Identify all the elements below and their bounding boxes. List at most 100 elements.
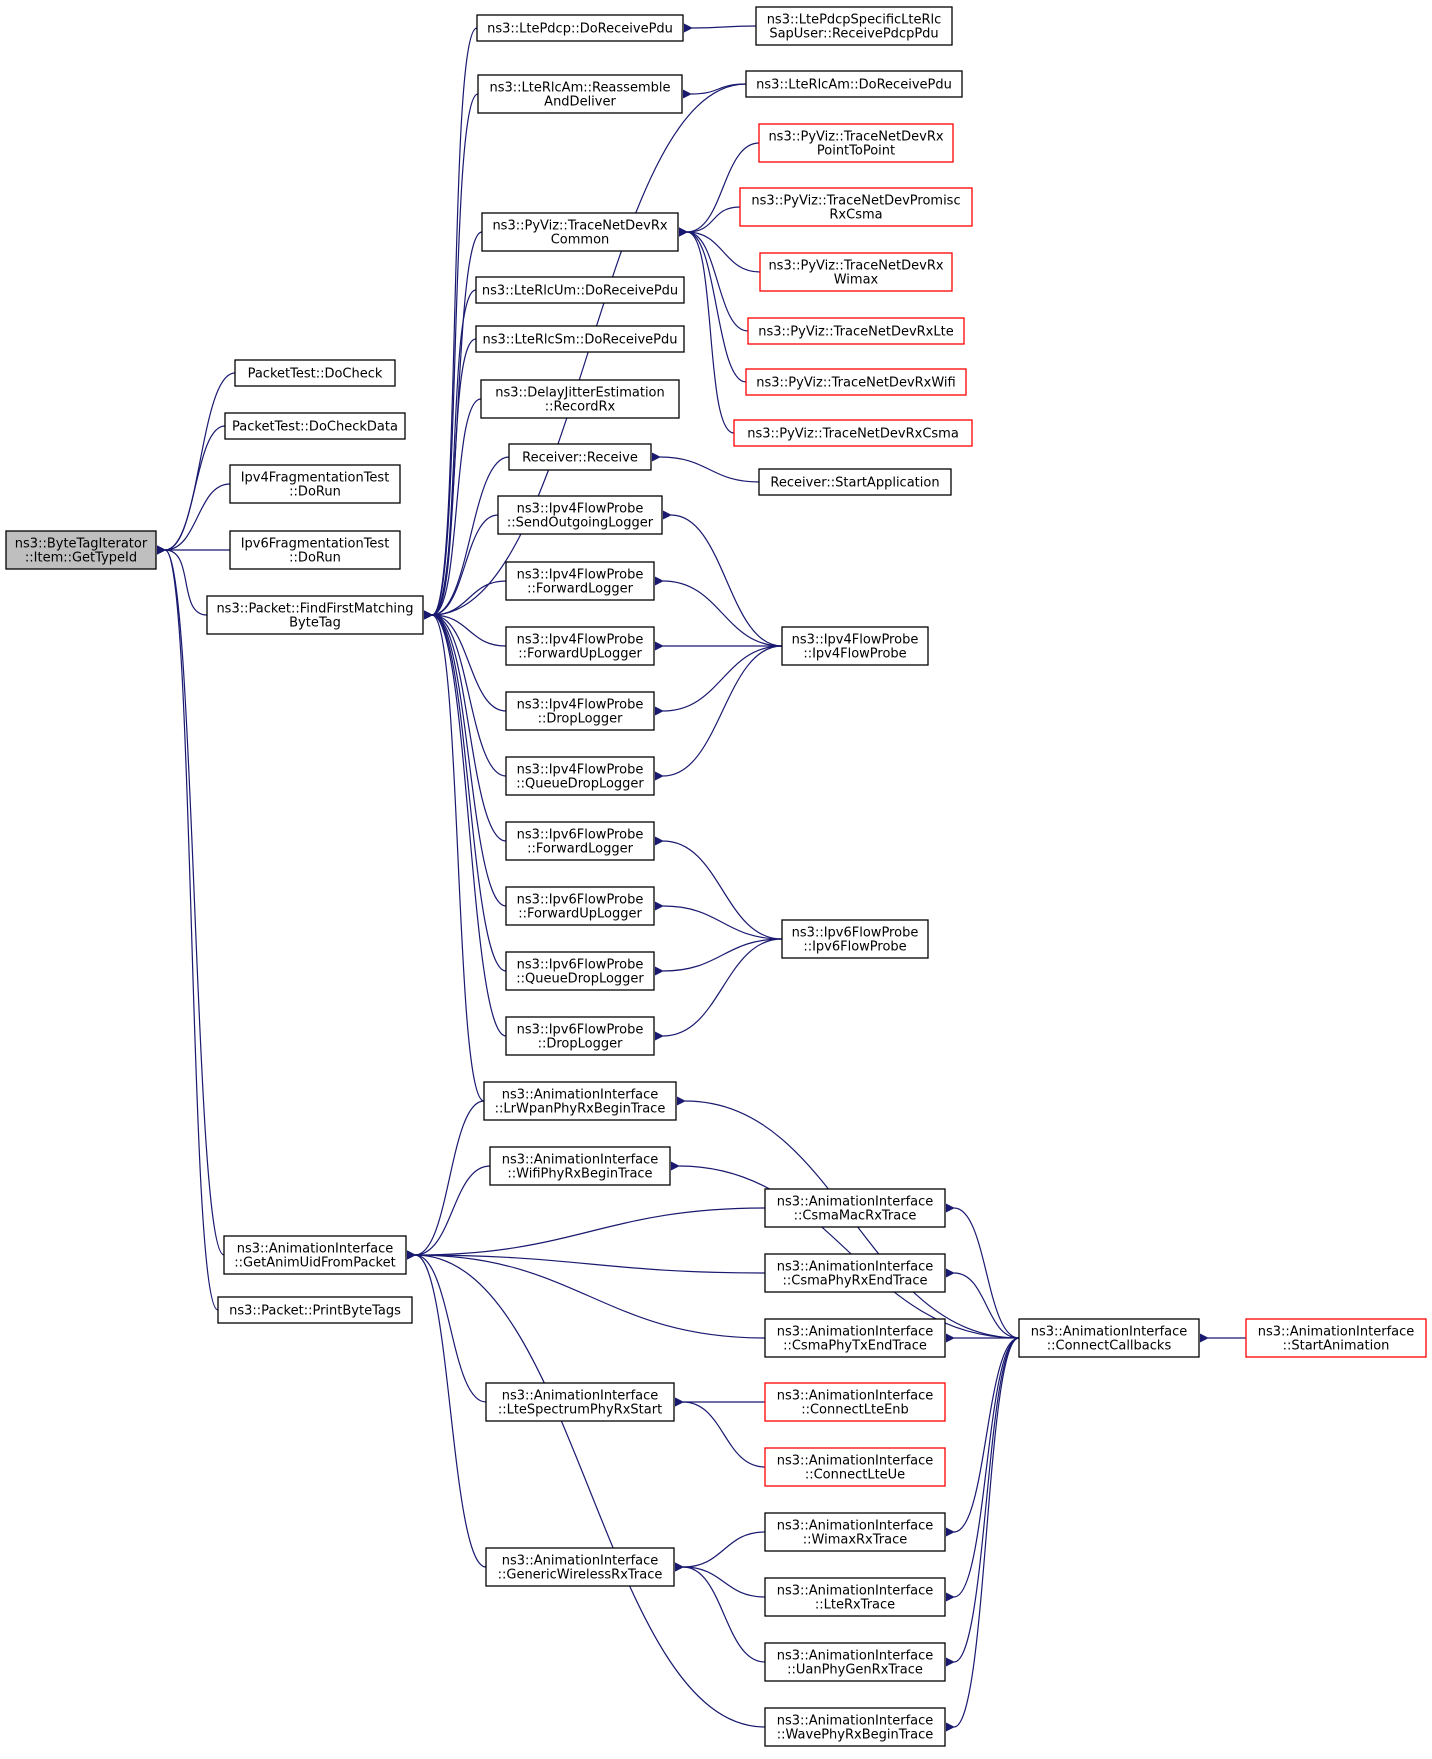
node-box[interactable] (764, 1707, 946, 1747)
node-box[interactable] (223, 1235, 407, 1275)
node-box[interactable] (1018, 1318, 1200, 1358)
node-box[interactable] (505, 1016, 655, 1056)
node-lterx[interactable]: ns3::AnimationInterface::LteRxTrace (764, 1577, 946, 1617)
node-box[interactable] (764, 1382, 946, 1422)
node-box[interactable] (505, 756, 655, 796)
node-printbytetags[interactable]: ns3::Packet::PrintByteTags (217, 1296, 413, 1324)
node-box[interactable] (505, 821, 655, 861)
node-root[interactable]: ns3::ByteTagIterator::Item::GetTypeId (5, 530, 157, 570)
node-box[interactable] (764, 1512, 946, 1552)
node-box[interactable] (764, 1577, 946, 1617)
node-box[interactable] (224, 412, 406, 440)
node-box[interactable] (781, 626, 929, 666)
node-ipv4-qdrop[interactable]: ns3::Ipv4FlowProbe::QueueDropLogger (505, 756, 655, 796)
node-delayjitter[interactable]: ns3::DelayJitterEstimation::RecordRx (480, 379, 680, 419)
node-box[interactable] (480, 379, 680, 419)
node-ipv4-fwdup[interactable]: ns3::Ipv4FlowProbe::ForwardUpLogger (505, 626, 655, 666)
node-lrwpan[interactable]: ns3::AnimationInterface::LrWpanPhyRxBegi… (483, 1081, 677, 1121)
node-box[interactable] (733, 419, 973, 447)
node-box[interactable] (764, 1642, 946, 1682)
node-box[interactable] (229, 530, 401, 570)
node-connectlteenb[interactable]: ns3::AnimationInterface::ConnectLteEnb (764, 1382, 946, 1422)
node-box[interactable] (739, 187, 973, 227)
node-box[interactable] (764, 1318, 946, 1358)
node-ipv6-drop[interactable]: ns3::Ipv6FlowProbe::DropLogger (505, 1016, 655, 1056)
node-ipv6probe[interactable]: ns3::Ipv6FlowProbe::Ipv6FlowProbe (781, 919, 929, 959)
node-box[interactable] (508, 443, 652, 471)
node-box[interactable] (745, 368, 967, 396)
node-box[interactable] (747, 317, 965, 345)
node-box[interactable] (229, 464, 401, 504)
node-box[interactable] (781, 919, 929, 959)
node-pt-docheck[interactable]: PacketTest::DoCheck (234, 359, 396, 387)
node-ltespectrum[interactable]: ns3::AnimationInterface::LteSpectrumPhyR… (485, 1382, 675, 1422)
node-csmaphyrxend[interactable]: ns3::AnimationInterface::CsmaPhyRxEndTra… (764, 1253, 946, 1293)
node-box[interactable] (477, 74, 683, 114)
node-box[interactable] (476, 14, 684, 42)
node-box[interactable] (758, 123, 954, 163)
node-box[interactable] (481, 212, 679, 252)
node-box[interactable] (483, 1081, 677, 1121)
node-box[interactable] (764, 1447, 946, 1487)
node-csmamac[interactable]: ns3::AnimationInterface::CsmaMacRxTrace (764, 1188, 946, 1228)
node-ipv4probe[interactable]: ns3::Ipv4FlowProbe::Ipv4FlowProbe (781, 626, 929, 666)
node-ipv6frag[interactable]: Ipv6FragmentationTest::DoRun (229, 530, 401, 570)
node-receiver-start[interactable]: Receiver::StartApplication (758, 468, 952, 496)
node-pyviz-wifi[interactable]: ns3::PyViz::TraceNetDevRxWifi (745, 368, 967, 396)
node-box[interactable] (1245, 1318, 1427, 1358)
node-box[interactable] (485, 1382, 675, 1422)
node-box[interactable] (764, 1253, 946, 1293)
node-pyviz-csma[interactable]: ns3::PyViz::TraceNetDevRxCsma (733, 419, 973, 447)
node-box[interactable] (505, 626, 655, 666)
node-getanimuid[interactable]: ns3::AnimationInterface::GetAnimUidFromP… (223, 1235, 407, 1275)
node-wavephy[interactable]: ns3::AnimationInterface::WavePhyRxBeginT… (764, 1707, 946, 1747)
node-ipv4frag[interactable]: Ipv4FragmentationTest::DoRun (229, 464, 401, 504)
node-lterlcsm[interactable]: ns3::LteRlcSm::DoReceivePdu (475, 325, 685, 353)
node-genericwireless[interactable]: ns3::AnimationInterface::GenericWireless… (485, 1547, 675, 1587)
node-connectcallbacks[interactable]: ns3::AnimationInterface::ConnectCallback… (1018, 1318, 1200, 1358)
node-box[interactable] (234, 359, 396, 387)
node-uanphy[interactable]: ns3::AnimationInterface::UanPhyGenRxTrac… (764, 1642, 946, 1682)
node-ipv6-qdrop[interactable]: ns3::Ipv6FlowProbe::QueueDropLogger (505, 951, 655, 991)
node-ipv4-drop[interactable]: ns3::Ipv4FlowProbe::DropLogger (505, 691, 655, 731)
node-ipv6-fwdup[interactable]: ns3::Ipv6FlowProbe::ForwardUpLogger (505, 886, 655, 926)
node-csmaphytxend[interactable]: ns3::AnimationInterface::CsmaPhyTxEndTra… (764, 1318, 946, 1358)
node-lterlcam-recv[interactable]: ns3::LteRlcAm::DoReceivePdu (745, 70, 963, 98)
node-box[interactable] (489, 1146, 671, 1186)
node-box[interactable] (505, 691, 655, 731)
node-receiver-recv[interactable]: Receiver::Receive (508, 443, 652, 471)
node-box[interactable] (745, 70, 963, 98)
node-pt-docheckdata[interactable]: PacketTest::DoCheckData (224, 412, 406, 440)
node-box[interactable] (475, 276, 685, 304)
node-box[interactable] (5, 530, 157, 570)
node-box[interactable] (475, 325, 685, 353)
node-box[interactable] (217, 1296, 413, 1324)
node-ltepdcp-recv[interactable]: ns3::LtePdcp::DoReceivePdu (476, 14, 684, 42)
node-pdcp-sapuser[interactable]: ns3::LtePdcpSpecificLteRlcSapUser::Recei… (755, 6, 953, 46)
node-box[interactable] (764, 1188, 946, 1228)
node-connectlteue[interactable]: ns3::AnimationInterface::ConnectLteUe (764, 1447, 946, 1487)
node-box[interactable] (505, 886, 655, 926)
node-box[interactable] (505, 951, 655, 991)
node-box[interactable] (206, 595, 424, 635)
node-pyviz-lte[interactable]: ns3::PyViz::TraceNetDevRxLte (747, 317, 965, 345)
node-ipv4-sendout[interactable]: ns3::Ipv4FlowProbe::SendOutgoingLogger (497, 495, 663, 535)
node-startanimation[interactable]: ns3::AnimationInterface::StartAnimation (1245, 1318, 1427, 1358)
node-box[interactable] (755, 6, 953, 46)
node-ipv4-fwd[interactable]: ns3::Ipv4FlowProbe::ForwardLogger (505, 561, 655, 601)
node-box[interactable] (505, 561, 655, 601)
node-lterlcum[interactable]: ns3::LteRlcUm::DoReceivePdu (475, 276, 685, 304)
node-ipv6-fwd[interactable]: ns3::Ipv6FlowProbe::ForwardLogger (505, 821, 655, 861)
node-box[interactable] (497, 495, 663, 535)
node-box[interactable] (758, 468, 952, 496)
node-wifiphy[interactable]: ns3::AnimationInterface::WifiPhyRxBeginT… (489, 1146, 671, 1186)
node-wimaxrx[interactable]: ns3::AnimationInterface::WimaxRxTrace (764, 1512, 946, 1552)
node-box[interactable] (485, 1547, 675, 1587)
node-box[interactable] (759, 252, 953, 292)
